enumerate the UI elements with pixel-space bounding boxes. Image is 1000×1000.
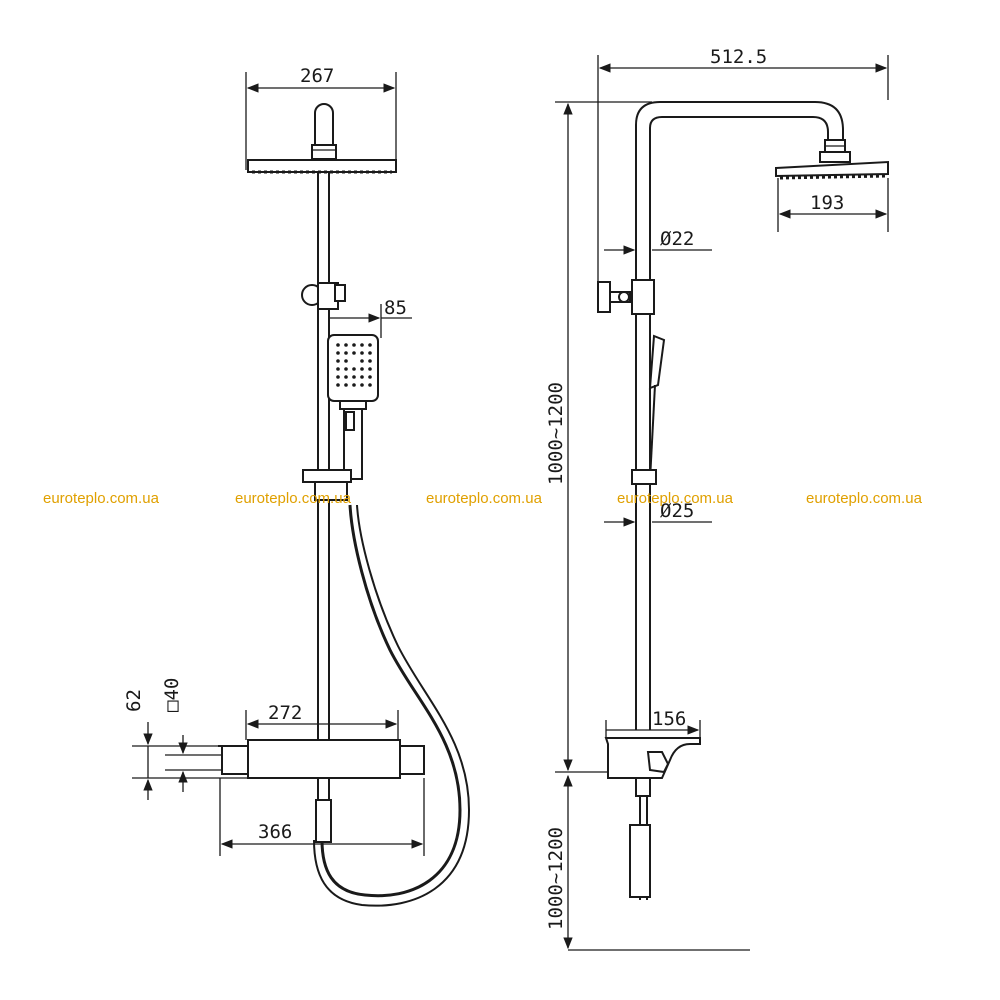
- dim-d25-label: Ø25: [660, 500, 694, 522]
- dim-body-width: 272: [245, 702, 399, 740]
- dim-hand-shower-width: 85: [330, 297, 412, 338]
- dim-lower-tube-diameter: Ø25: [604, 500, 712, 527]
- dim-total-width: 366: [219, 778, 425, 856]
- nozzle-grid: [336, 343, 372, 387]
- watermark-row: euroteplo.com.ua euroteplo.com.ua eurote…: [43, 490, 923, 507]
- dim-lower-height-label: 1000~1200: [545, 827, 567, 930]
- dim-156-label: 156: [652, 708, 686, 730]
- dim-square-40: □40: [161, 678, 222, 792]
- outlet-side: [629, 796, 651, 900]
- thermostat-body-front: [218, 739, 425, 779]
- dim-512-label: 512.5: [710, 46, 767, 68]
- dim-upper-tube-diameter: Ø22: [604, 228, 712, 255]
- shower-arm-side: [635, 101, 844, 300]
- outlet-front: [315, 777, 332, 843]
- thermostat-body-side: [604, 737, 701, 797]
- dim-85-label: 85: [384, 297, 407, 319]
- dim-40-label: □40: [161, 678, 183, 712]
- dim-lower-height: 1000~1200: [545, 774, 750, 951]
- slide-bracket-front: [301, 282, 346, 310]
- hose-holder-front: [302, 469, 352, 501]
- hand-shower-front: [327, 334, 379, 480]
- rain-shower-head-front: [247, 103, 397, 174]
- hand-shower-side: [631, 334, 666, 485]
- dim-272-label: 272: [268, 702, 302, 724]
- watermark-4: euroteplo.com.ua: [617, 490, 734, 507]
- dim-head-width-side: 193: [777, 178, 889, 232]
- dim-upper-height: 1000~1200: [545, 101, 652, 773]
- dim-366-label: 366: [258, 821, 292, 843]
- shower-hose-front: [313, 504, 471, 907]
- front-view: 267 85: [123, 65, 471, 907]
- dim-upper-height-label: 1000~1200: [545, 382, 567, 485]
- watermark-3: euroteplo.com.ua: [426, 490, 543, 507]
- watermark-1: euroteplo.com.ua: [43, 490, 160, 507]
- watermark-5: euroteplo.com.ua: [806, 490, 923, 507]
- dim-193-label: 193: [810, 192, 844, 214]
- dim-62-label: 62: [123, 689, 145, 712]
- riser-tube-side: [635, 314, 651, 730]
- dim-d22-label: Ø22: [660, 228, 694, 250]
- side-view: 512.5 1000~1200 193: [545, 46, 889, 951]
- dim-head-width-front: 267: [245, 65, 397, 170]
- watermark-2: euroteplo.com.ua: [235, 490, 352, 507]
- dim-arm-reach: 512.5: [597, 46, 889, 282]
- dim-shelf-width: 156: [605, 708, 701, 738]
- diverter-knob-side: [597, 279, 655, 315]
- rain-shower-head-side: [775, 139, 889, 180]
- dim-depth-62: 62: [123, 689, 248, 800]
- dim-267-label: 267: [300, 65, 334, 87]
